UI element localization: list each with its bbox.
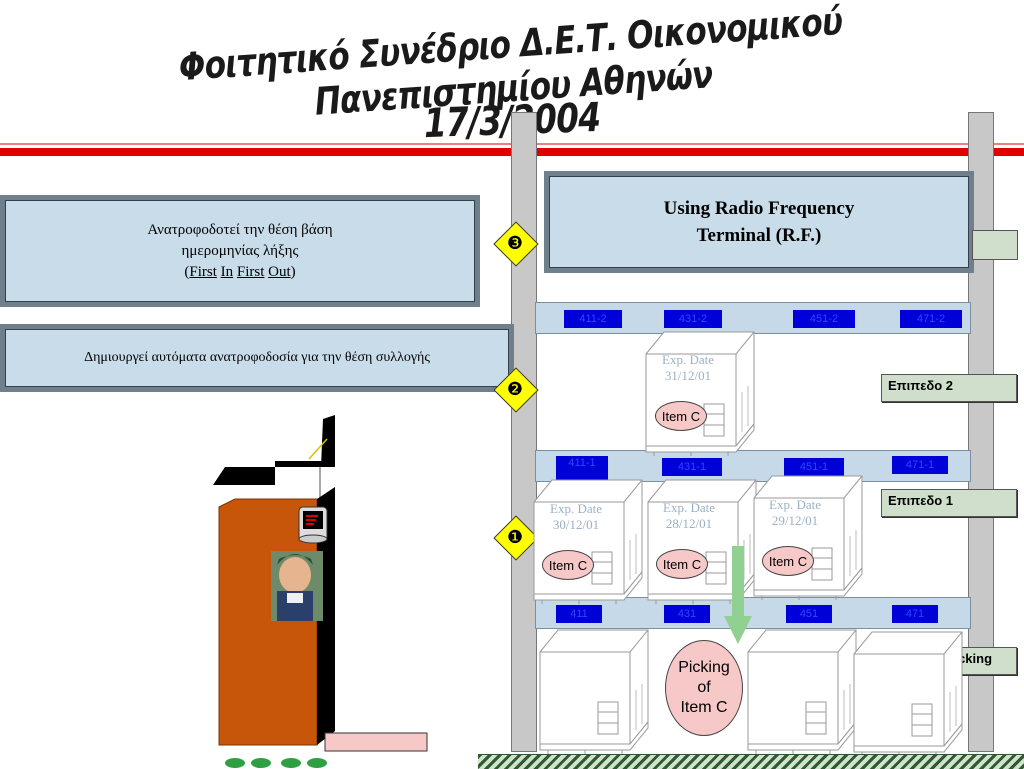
- fifo-line3: (First In First Out): [184, 263, 296, 280]
- exp-date-mid2: Exp. Date 28/12/01: [663, 500, 715, 531]
- item-c-top: Item C: [655, 401, 707, 431]
- fifo-box: Ανατροφοδοτεί την θέση βάση ημερομηνίας …: [0, 195, 480, 307]
- location-411-2: 411-2: [564, 310, 622, 328]
- level-1-label: Επιπεδο 1: [881, 489, 1017, 517]
- location-451-1: 451-1: [784, 458, 844, 476]
- step-2-number: ❷: [506, 378, 524, 400]
- picking-of-item-c: Picking of Item C: [665, 640, 743, 736]
- location-431-2: 431-2: [664, 310, 722, 328]
- down-arrow-icon: [724, 546, 752, 644]
- item-c-mid1: Item C: [542, 550, 594, 580]
- item-c-mid2: Item C: [656, 549, 708, 579]
- location-431-1: 431-1: [662, 458, 722, 476]
- location-451-2: 451-2: [793, 310, 855, 328]
- step-3-number: ❸: [506, 232, 524, 254]
- location-471-2: 471-2: [900, 310, 962, 328]
- location-411-1: 411-1: [556, 456, 608, 480]
- rf-terminal-line2: Terminal (R.F.): [696, 225, 822, 246]
- exp-date-mid1: Exp. Date 30/12/01: [550, 501, 602, 532]
- rf-terminal-box: Using Radio Frequency Terminal (R.F.): [544, 171, 974, 273]
- location-411: 411: [556, 605, 602, 623]
- step-1-number: ❶: [506, 526, 524, 548]
- location-471-1: 471-1: [892, 456, 948, 474]
- crate-picking-c: [747, 629, 857, 755]
- pallet-boxes: [533, 331, 963, 757]
- location-451: 451: [786, 605, 832, 623]
- item-c-mid3: Item C: [762, 546, 814, 576]
- crate-level2: [645, 331, 755, 457]
- level-2-label: Επιπεδο 2: [881, 374, 1017, 402]
- rf-terminal-tab: [972, 230, 1018, 260]
- location-431: 431: [664, 605, 710, 623]
- auto-feedback-box: Δημιουργεί αυτόματα ανατροφοδοσία για τη…: [0, 324, 514, 392]
- auto-feedback-text: Δημιουργεί αυτόματα ανατροφοδοσία για τη…: [84, 350, 430, 365]
- location-471: 471: [892, 605, 938, 623]
- exp-date-top: Exp. Date 31/12/01: [662, 352, 714, 383]
- fifo-line2: ημερομηνίας λήξης: [181, 242, 299, 259]
- crate-level1-a: [533, 479, 643, 605]
- rf-terminal-line1: Using Radio Frequency: [663, 198, 855, 219]
- crate-level1-c: [753, 475, 863, 601]
- floor-hatch: [478, 754, 1024, 769]
- fifo-line1: Ανατροφοδοτεί την θέση βάση: [147, 221, 333, 238]
- rack-post-left: [511, 112, 537, 752]
- crate-picking-d: [853, 631, 963, 757]
- forklift-operator-illustration: [213, 415, 428, 768]
- crate-picking-a: [539, 629, 649, 755]
- exp-date-mid3: Exp. Date 29/12/01: [769, 497, 821, 528]
